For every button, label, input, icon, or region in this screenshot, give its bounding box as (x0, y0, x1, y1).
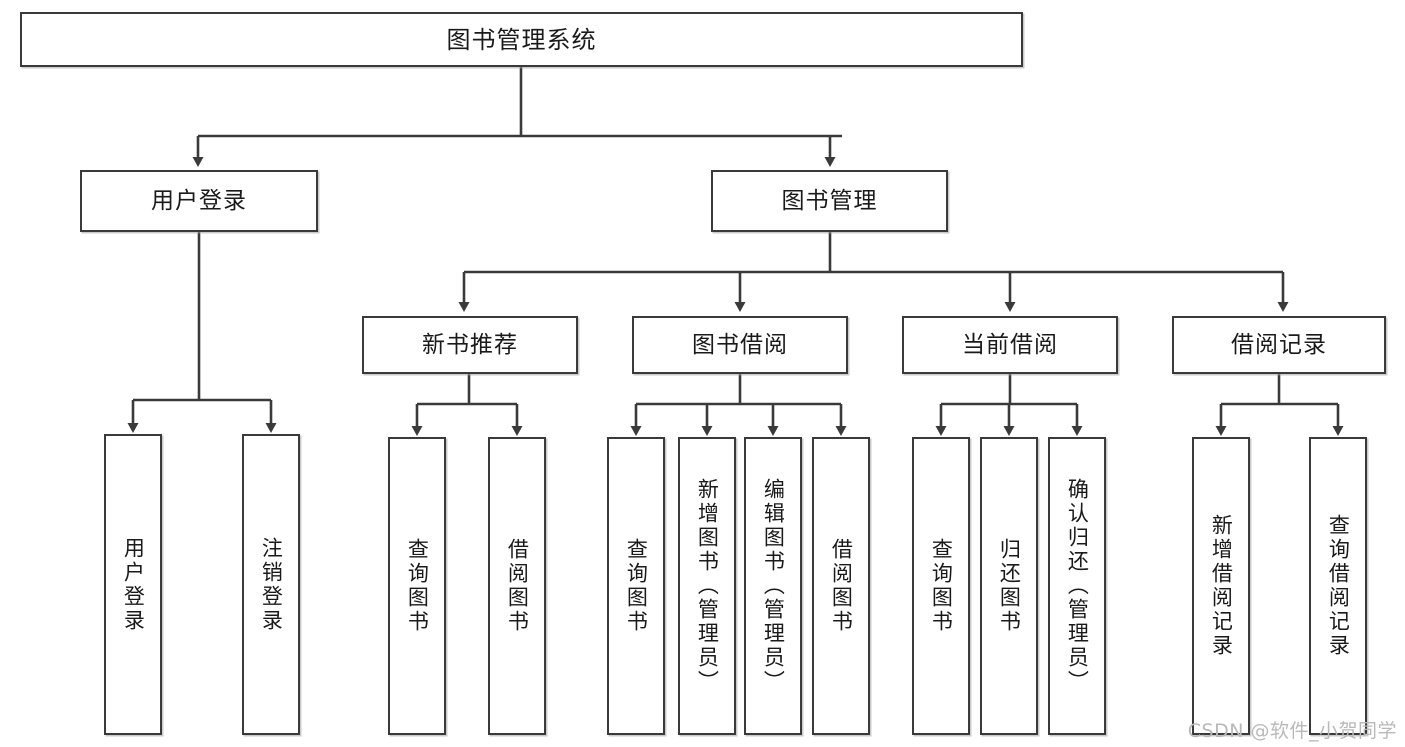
node-user-login[interactable]: 用户登录 (80, 170, 318, 232)
node-label: 注销登录 (259, 536, 284, 633)
node-label: 确认归还（管理员） (1065, 478, 1090, 694)
node-label: 图书管理 (781, 187, 878, 214)
node-root-book-management-system[interactable]: 图书管理系统 (20, 12, 1023, 67)
watermark: CSDN @软件_小贺同学 (1187, 720, 1397, 742)
node-label: 查询图书 (405, 538, 430, 634)
node-label: 归还图书 (997, 538, 1022, 634)
node-current-borrow[interactable]: 当前借阅 (902, 316, 1118, 374)
leaf-current-borrow-return[interactable]: 归还图书 (980, 437, 1038, 735)
node-label: 新书推荐 (422, 331, 518, 358)
leaf-current-borrow-confirm-return[interactable]: 确认归还（管理员） (1048, 437, 1106, 735)
leaf-user-login-logout[interactable]: 注销登录 (242, 434, 300, 735)
node-label: 当前借阅 (962, 331, 1058, 358)
leaf-new-book-borrow[interactable]: 借阅图书 (488, 437, 546, 735)
leaf-user-login-login[interactable]: 用户登录 (104, 434, 162, 735)
node-label: 编辑图书（管理员） (761, 478, 786, 694)
node-label: 用户登录 (151, 187, 247, 214)
node-book-borrow[interactable]: 图书借阅 (632, 316, 848, 374)
node-label: 借阅记录 (1231, 331, 1327, 358)
leaf-borrow-records-add[interactable]: 新增借阅记录 (1192, 437, 1250, 735)
node-label: 新增借阅记录 (1209, 514, 1234, 658)
node-label: 借阅图书 (829, 538, 854, 634)
node-label: 查询借阅记录 (1326, 514, 1351, 658)
leaf-book-borrow-query[interactable]: 查询图书 (607, 437, 665, 735)
node-label: 新增图书（管理员） (695, 478, 720, 694)
node-book-management[interactable]: 图书管理 (711, 170, 948, 232)
node-new-book-recommend[interactable]: 新书推荐 (362, 316, 578, 374)
node-label: 用户登录 (121, 536, 146, 633)
leaf-book-borrow-add[interactable]: 新增图书（管理员） (678, 437, 736, 735)
leaf-current-borrow-query[interactable]: 查询图书 (912, 437, 970, 735)
leaf-book-borrow-borrow[interactable]: 借阅图书 (812, 437, 870, 735)
node-label: 查询图书 (929, 538, 954, 634)
node-label: 图书借阅 (692, 331, 788, 358)
node-label: 图书管理系统 (446, 25, 597, 54)
leaf-new-book-query[interactable]: 查询图书 (388, 437, 446, 735)
leaf-book-borrow-edit[interactable]: 编辑图书（管理员） (744, 437, 802, 735)
leaf-borrow-records-query[interactable]: 查询借阅记录 (1309, 437, 1367, 735)
node-borrow-records[interactable]: 借阅记录 (1172, 316, 1386, 374)
node-label: 查询图书 (624, 538, 649, 634)
node-label: 借阅图书 (505, 538, 530, 634)
